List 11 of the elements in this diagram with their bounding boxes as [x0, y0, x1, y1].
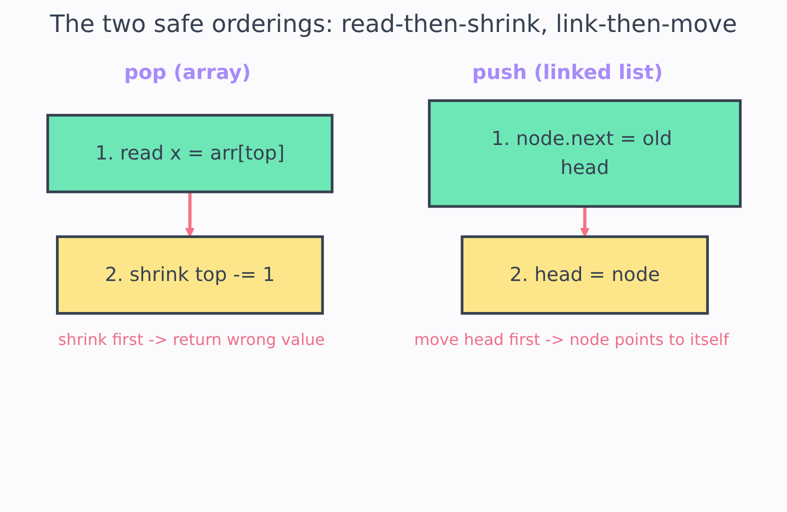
arrow [184, 192, 194, 238]
column-heading: push (linked list) [472, 60, 663, 84]
node-box: 2. shrink top -= 1 [55, 235, 324, 315]
column-heading: pop (array) [124, 60, 251, 84]
node-box: 2. head = node [460, 235, 708, 315]
node-box: 1. read x = arr[top] [46, 114, 333, 194]
diagram-title: The two safe orderings: read-then-shrink, link-then-move [50, 10, 737, 38]
warning-note: shrink first -> return wrong value [58, 330, 325, 349]
arrow [580, 206, 590, 238]
node-box: 1. node.next = old head [427, 99, 742, 208]
warning-note: move head first -> node points to itself [414, 330, 729, 349]
